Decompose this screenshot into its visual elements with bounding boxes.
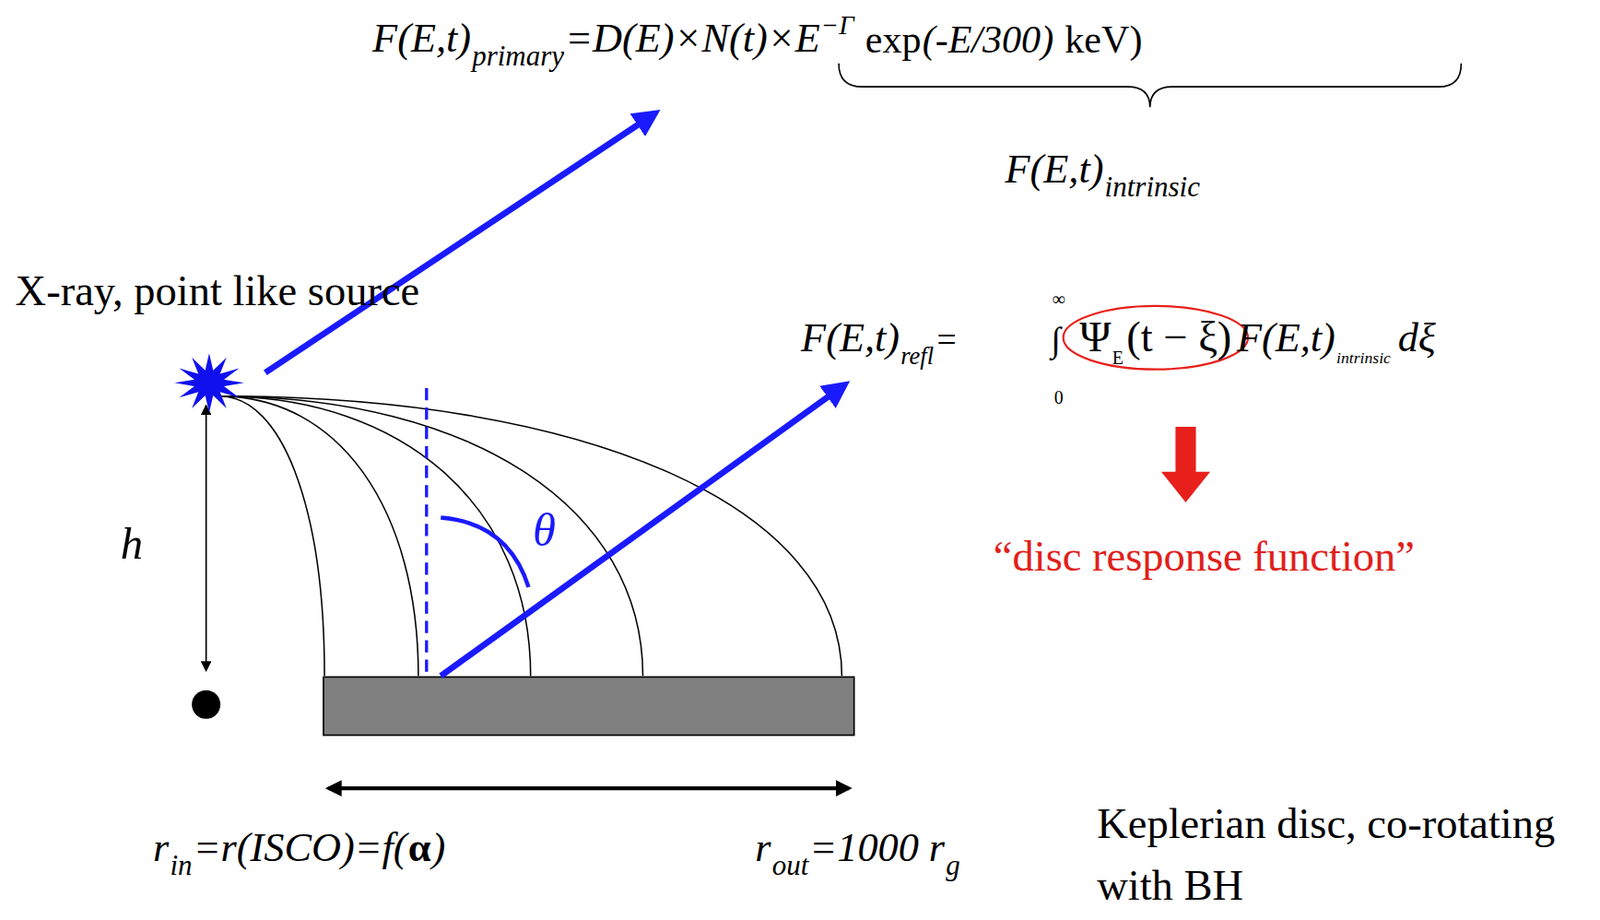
formula-term: in [169,850,192,880]
formula-term: F(E,t) [372,18,471,59]
formula-term: E [1112,349,1124,368]
height-arrow [205,406,208,671]
disc-normal [424,388,428,676]
formula-term: F(E,t) [1236,317,1336,359]
formula-term: F(E,t) [800,317,900,359]
reflected-ray [440,388,839,676]
accretion-disc [323,676,855,735]
highlight-ellipse [1063,305,1248,370]
formula-term: intrinsic [1336,350,1391,367]
formula-term: ) [432,827,447,869]
formula-term: α [408,827,432,869]
light-path [219,396,531,676]
disc-description: Keplerian disc, co-rotating with BH [1096,793,1587,917]
disc-extent-arrow [329,786,850,790]
formula-term: primary [471,41,565,71]
angle-label: θ [532,506,556,554]
callout-text: “disc response function” [993,535,1415,579]
formula-term: = [936,322,956,358]
formula-term: =D(E)×N(t)×E [564,18,821,59]
light-path [219,396,842,676]
pointer-arrow [1161,426,1211,503]
formula-term: out [772,850,810,880]
formula-term: ∫ [1050,322,1060,358]
primary-ray [265,117,649,373]
brace [838,63,1461,108]
formula-term: keV) [1064,20,1142,59]
formula-term: 0 [1054,388,1064,408]
height-label: h [120,521,143,567]
xray-source [174,352,244,412]
formula-term: =r(ISCO)=f( [193,827,408,869]
formula-term: g [945,850,961,880]
formula-term: intrinsic [1105,172,1200,201]
formula-term: (-E/300) [922,20,1055,59]
formula-term: −Γ [821,11,855,39]
formula-term: F(E,t) [1005,149,1105,190]
source-label: X-ray, point like source [15,270,421,314]
formula-term: Ψ [1079,316,1111,360]
angle-arc [440,517,529,588]
formula-term: r [754,827,771,869]
formula-term: exp [865,20,922,59]
light-path [219,396,325,676]
light-path [219,396,419,676]
formula-term: =1000 r [809,827,945,869]
formula-term: r [152,827,169,869]
formula-term: refl [900,343,934,369]
black-hole [191,690,221,719]
formula-term: ∞ [1051,290,1065,309]
formula-term: (t − ξ) [1126,316,1232,360]
light-path [219,396,643,676]
formula-term: dξ [1398,317,1436,359]
light-paths [219,396,842,676]
